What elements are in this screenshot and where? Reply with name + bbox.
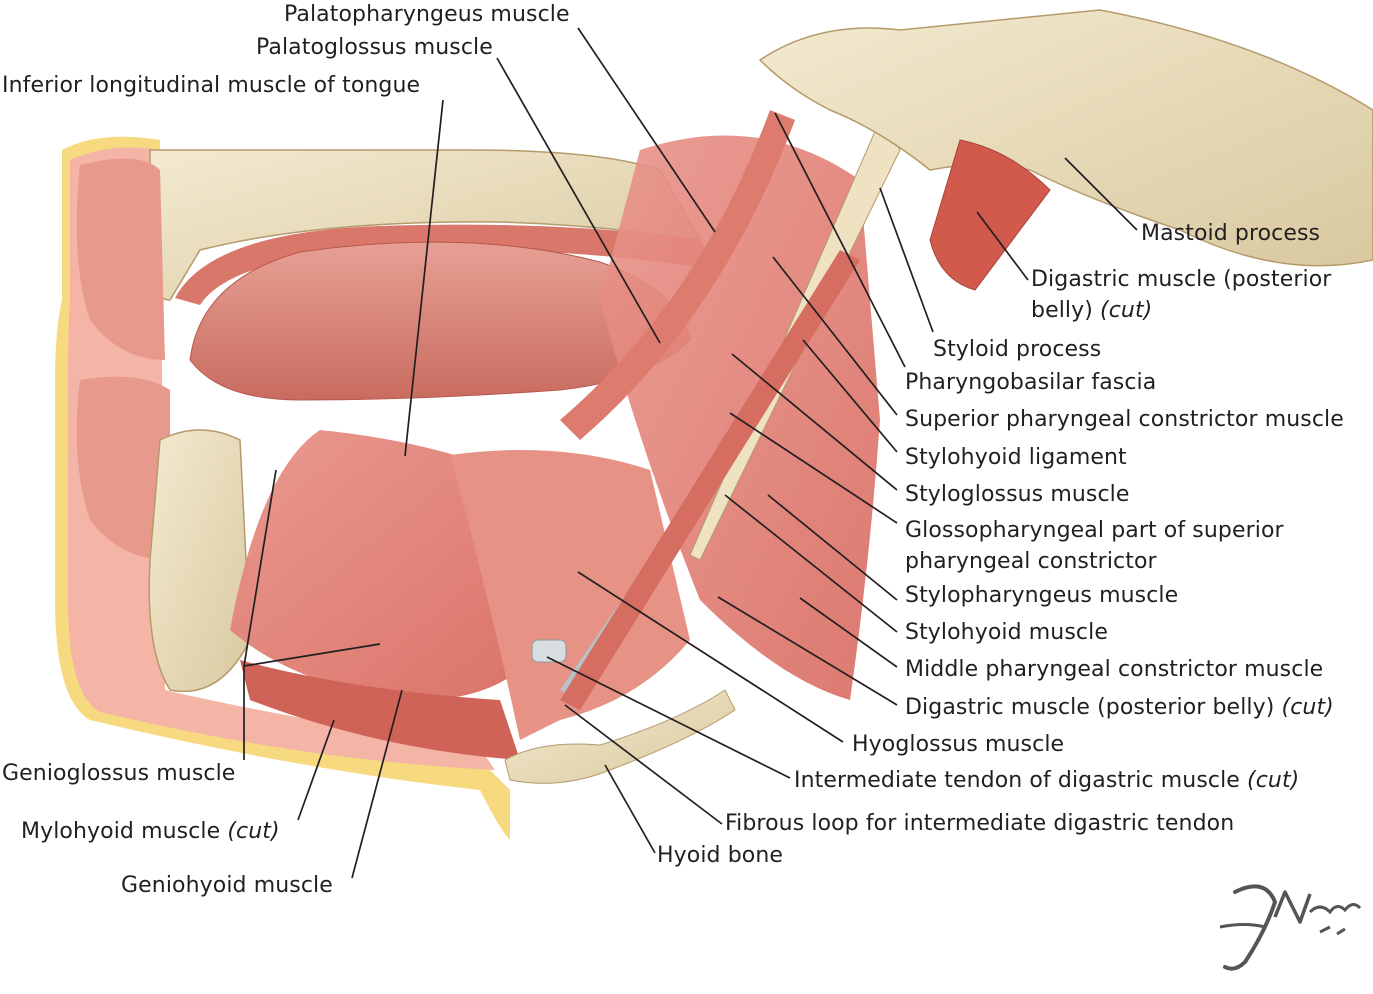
hyoglossus-muscle xyxy=(450,450,690,740)
label-superior-constrictor: Superior pharyngeal constrictor muscle xyxy=(905,407,1344,432)
mylohyoid-sheet xyxy=(240,660,520,760)
tendon-loop xyxy=(531,639,567,663)
label-genioglossus: Genioglossus muscle xyxy=(2,761,236,786)
hyoid-bone xyxy=(504,689,736,784)
label-mastoid-process: Mastoid process xyxy=(1141,221,1321,246)
lower-lip xyxy=(76,376,170,560)
leader-lines xyxy=(243,27,1138,879)
stylohyoid-band xyxy=(560,250,860,710)
palate-mucosa xyxy=(175,224,720,305)
label-stylopharyngeus: Stylopharyngeus muscle xyxy=(905,583,1179,608)
label-hyoglossus: Hyoglossus muscle xyxy=(852,732,1065,757)
label-stylohyoid-ligament: Stylohyoid ligament xyxy=(905,445,1127,470)
label-digastric-posterior-top: Digastric muscle (posterior belly) (cut) xyxy=(1031,264,1331,326)
digastric-top-cut: (cut) xyxy=(1100,298,1153,323)
label-inferior-longitudinal: Inferior longitudinal muscle of tongue xyxy=(2,73,421,98)
label-palatopharyngeus: Palatopharyngeus muscle xyxy=(284,2,570,27)
label-intermediate-tendon: Intermediate tendon of digastric muscle … xyxy=(794,770,1299,792)
label-geniohyoid: Geniohyoid muscle xyxy=(121,873,333,898)
upper-lip xyxy=(76,158,165,360)
label-fibrous-loop: Fibrous loop for intermediate digastric … xyxy=(725,811,1235,836)
label-stylohyoid-muscle: Stylohyoid muscle xyxy=(905,620,1108,645)
skull-base xyxy=(758,9,1373,267)
label-palatoglossus: Palatoglossus muscle xyxy=(256,35,493,60)
intermediate-tendon-text: Intermediate tendon of digastric muscle xyxy=(794,768,1240,793)
intermediate-tendon-cut: (cut) xyxy=(1247,768,1300,793)
mylohyoid-text: Mylohyoid muscle xyxy=(21,819,221,844)
digastric-bottom-cut: (cut) xyxy=(1281,695,1334,720)
glossopharyngeal-line1: Glossopharyngeal part of superior xyxy=(905,518,1284,543)
label-middle-constrictor: Middle pharyngeal constrictor muscle xyxy=(905,657,1324,682)
glossopharyngeal-line2: pharyngeal constrictor xyxy=(905,549,1157,574)
mandible xyxy=(148,429,251,693)
label-digastric-posterior-bottom: Digastric muscle (posterior belly) (cut) xyxy=(905,697,1334,719)
digastric-top-line1: Digastric muscle (posterior xyxy=(1031,267,1332,292)
label-glossopharyngeal-part: Glossopharyngeal part of superior pharyn… xyxy=(905,515,1284,577)
mylohyoid-cut: (cut) xyxy=(227,819,280,844)
netter-signature xyxy=(1219,884,1362,971)
styloglossus-band xyxy=(560,110,795,440)
label-styloid-process: Styloid process xyxy=(933,337,1102,362)
label-hyoid-bone: Hyoid bone xyxy=(657,843,783,868)
label-pharyngobasilar-fascia: Pharyngobasilar fascia xyxy=(905,370,1157,395)
digastric-top-line2: belly) xyxy=(1031,298,1093,323)
digastric-bottom-text: Digastric muscle (posterior belly) xyxy=(905,695,1275,720)
label-styloglossus: Styloglossus muscle xyxy=(905,482,1130,507)
digastric-posterior-cut xyxy=(929,139,1051,291)
label-mylohyoid: Mylohyoid muscle (cut) xyxy=(21,821,280,843)
